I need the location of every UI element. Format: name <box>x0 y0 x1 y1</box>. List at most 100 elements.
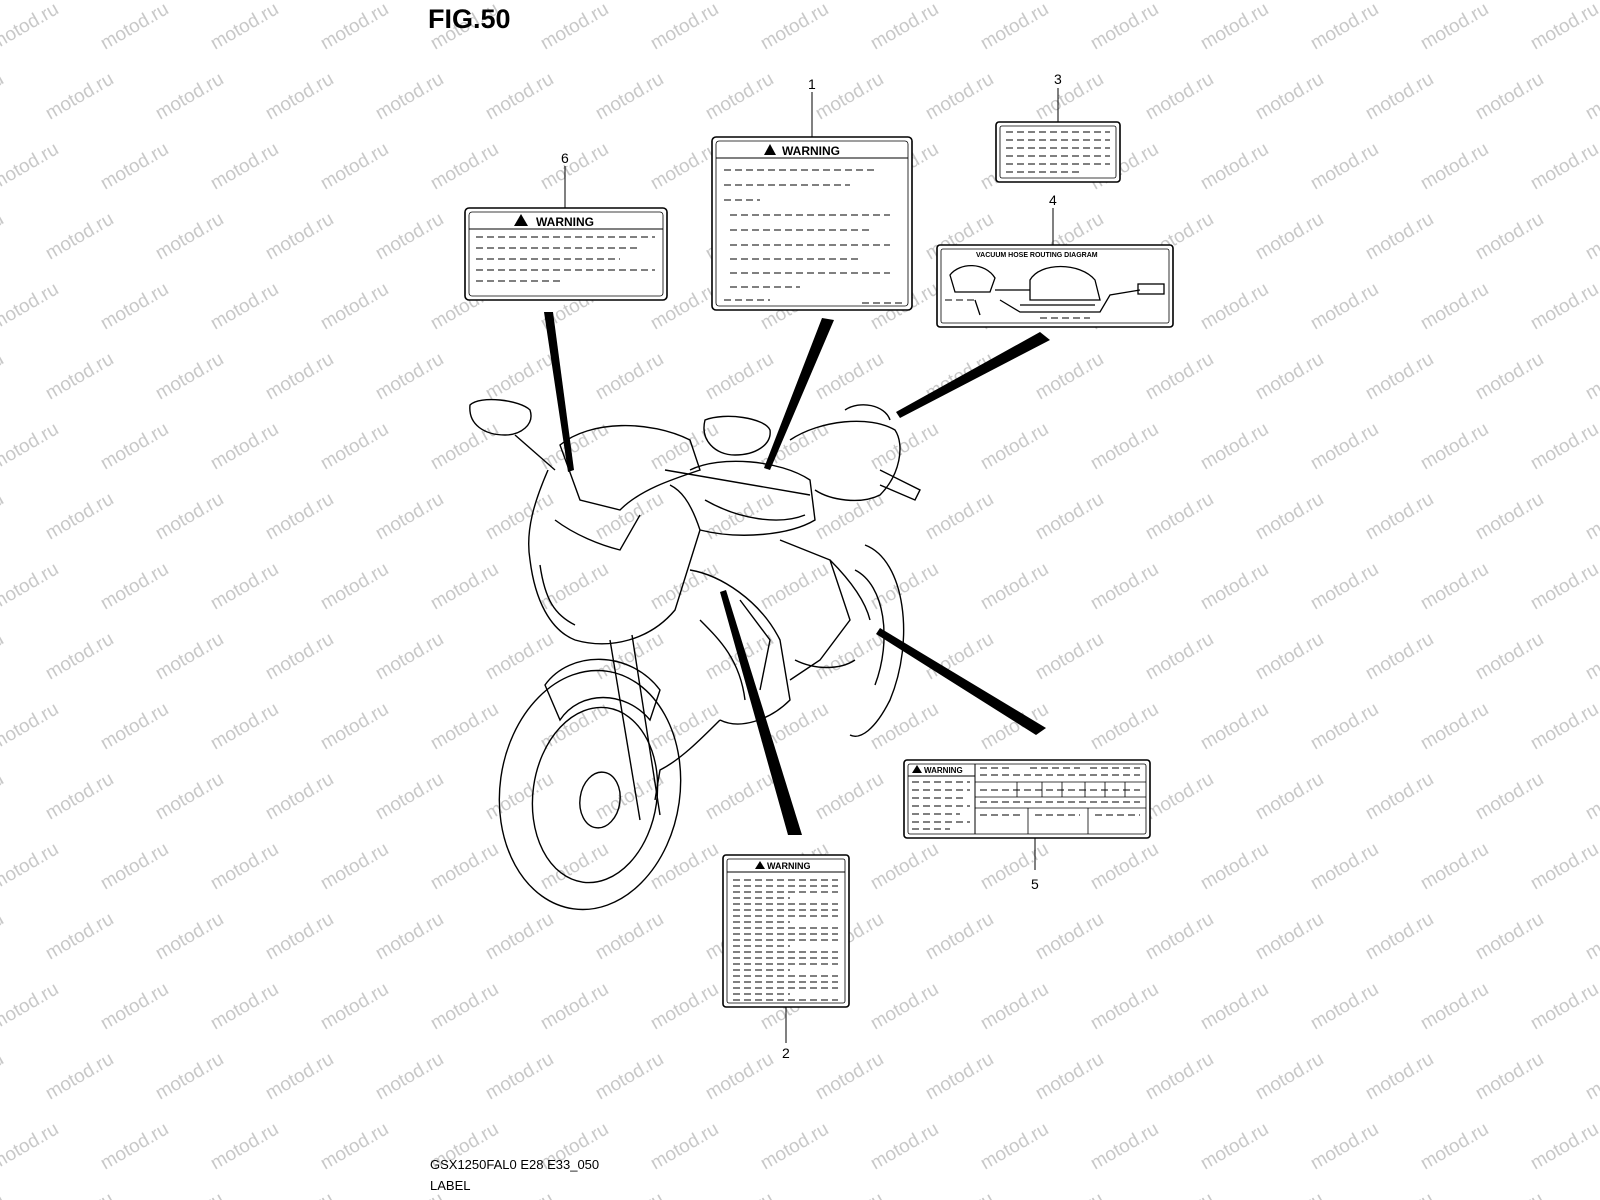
watermark-text: motod.ru <box>812 1189 887 1200</box>
watermark-text: motod.ru <box>0 1119 62 1175</box>
watermark-text: motod.ru <box>152 1049 227 1105</box>
watermark-text: motod.ru <box>537 839 612 895</box>
watermark-text: motod.ru <box>867 0 942 54</box>
watermark-text: motod.ru <box>1417 699 1492 755</box>
watermark-text: motod.ru <box>867 699 942 755</box>
watermark-text: motod.ru <box>317 419 392 475</box>
watermark-text: motod.ru <box>262 209 337 265</box>
watermark-text: motod.ru <box>1582 349 1600 405</box>
watermark-text: motod.ru <box>537 0 612 54</box>
watermark-text: motod.ru <box>1142 349 1217 405</box>
watermark-text: motod.ru <box>977 0 1052 54</box>
watermark-text: motod.ru <box>97 0 172 54</box>
watermark-text: motod.ru <box>702 1049 777 1105</box>
label-1-heading: WARNING <box>782 144 840 158</box>
watermark-text: motod.ru <box>1307 0 1382 54</box>
watermark-text: motod.ru <box>1417 979 1492 1035</box>
label-5-heading: WARNING <box>924 766 963 775</box>
watermark-text: motod.ru <box>1527 699 1600 755</box>
watermark-text: motod.ru <box>262 1189 337 1200</box>
watermark-text: motod.ru <box>1197 699 1272 755</box>
watermark-text: motod.ru <box>867 839 942 895</box>
watermark-text: motod.ru <box>537 979 612 1035</box>
watermark-text: motod.ru <box>1032 489 1107 545</box>
label-2-heading: WARNING <box>767 861 811 871</box>
watermark-text: motod.ru <box>1142 69 1217 125</box>
label-4-heading: VACUUM HOSE ROUTING DIAGRAM <box>976 252 1098 259</box>
watermark-text: motod.ru <box>262 629 337 685</box>
watermark-text: motod.ru <box>42 909 117 965</box>
watermark-text: motod.ru <box>207 699 282 755</box>
watermark-text: motod.ru <box>372 769 447 825</box>
watermark-text: motod.ru <box>592 909 667 965</box>
watermark-text: motod.ru <box>97 979 172 1035</box>
watermark-text: motod.ru <box>867 559 942 615</box>
watermark-text: motod.ru <box>1527 0 1600 54</box>
watermark-text: motod.ru <box>317 279 392 335</box>
watermark-text: motod.ru <box>1582 769 1600 825</box>
watermark-text: motod.ru <box>1142 769 1217 825</box>
watermark-text: motod.ru <box>702 769 777 825</box>
watermark-text: motod.ru <box>482 1049 557 1105</box>
watermark-text: motod.ru <box>1472 769 1547 825</box>
watermark-text: motod.ru <box>1307 1119 1382 1175</box>
watermark-text: motod.ru <box>0 419 62 475</box>
watermark-text: motod.ru <box>0 629 7 685</box>
callout-5: 5 <box>1031 876 1039 892</box>
watermark-text: motod.ru <box>1197 559 1272 615</box>
watermark-text: motod.ru <box>1472 69 1547 125</box>
callout-4: 4 <box>1049 192 1057 208</box>
watermark-text: motod.ru <box>372 629 447 685</box>
watermark-text: motod.ru <box>812 769 887 825</box>
watermark-text: motod.ru <box>152 209 227 265</box>
watermark-text: motod.ru <box>592 1049 667 1105</box>
watermark-text: motod.ru <box>1307 699 1382 755</box>
callout-1: 1 <box>808 76 816 92</box>
watermark-text: motod.ru <box>757 559 832 615</box>
watermark-text: motod.ru <box>1032 1049 1107 1105</box>
watermark-text: motod.ru <box>647 1119 722 1175</box>
watermark-text: motod.ru <box>0 349 7 405</box>
watermark-text: motod.ru <box>1307 139 1382 195</box>
watermark-text: motod.ru <box>1197 839 1272 895</box>
watermark-text: motod.ru <box>922 1189 997 1200</box>
label-3 <box>995 121 1121 183</box>
watermark-text: motod.ru <box>42 489 117 545</box>
watermark-text: motod.ru <box>977 979 1052 1035</box>
watermark-text: motod.ru <box>317 0 392 54</box>
watermark-text: motod.ru <box>1032 909 1107 965</box>
watermark-text: motod.ru <box>812 69 887 125</box>
watermark-text: motod.ru <box>647 979 722 1035</box>
watermark-text: motod.ru <box>1582 489 1600 545</box>
watermark-text: motod.ru <box>1582 1189 1600 1200</box>
watermark-text: motod.ru <box>482 629 557 685</box>
watermark-text: motod.ru <box>0 139 62 195</box>
watermark-text: motod.ru <box>1142 909 1217 965</box>
watermark-text: motod.ru <box>0 1189 7 1200</box>
watermark-text: motod.ru <box>97 559 172 615</box>
watermark-text: motod.ru <box>1087 559 1162 615</box>
watermark-text: motod.ru <box>1142 1049 1217 1105</box>
watermark-text: motod.ru <box>592 1189 667 1200</box>
watermark-text: motod.ru <box>537 559 612 615</box>
watermark-text: motod.ru <box>207 419 282 475</box>
watermark-text: motod.ru <box>922 1049 997 1105</box>
watermark-text: motod.ru <box>1527 839 1600 895</box>
watermark-text: motod.ru <box>1417 1119 1492 1175</box>
leader-wedges <box>544 312 1050 835</box>
watermark-text: motod.ru <box>207 979 282 1035</box>
watermark-text: motod.ru <box>1032 69 1107 125</box>
watermark-text: motod.ru <box>647 139 722 195</box>
watermark-text: motod.ru <box>427 839 502 895</box>
watermark-text: motod.ru <box>1087 1119 1162 1175</box>
watermark-text: motod.ru <box>1307 979 1382 1035</box>
watermark-text: motod.ru <box>97 419 172 475</box>
callout-leaders <box>564 88 1059 1043</box>
label-2: WARNING <box>722 854 850 1008</box>
watermark-text: motod.ru <box>0 69 7 125</box>
watermark-text: motod.ru <box>1252 1049 1327 1105</box>
watermark-text: motod.ru <box>372 209 447 265</box>
watermark-text: motod.ru <box>1252 489 1327 545</box>
watermark-text: motod.ru <box>1087 699 1162 755</box>
watermark-text: motod.ru <box>0 209 7 265</box>
